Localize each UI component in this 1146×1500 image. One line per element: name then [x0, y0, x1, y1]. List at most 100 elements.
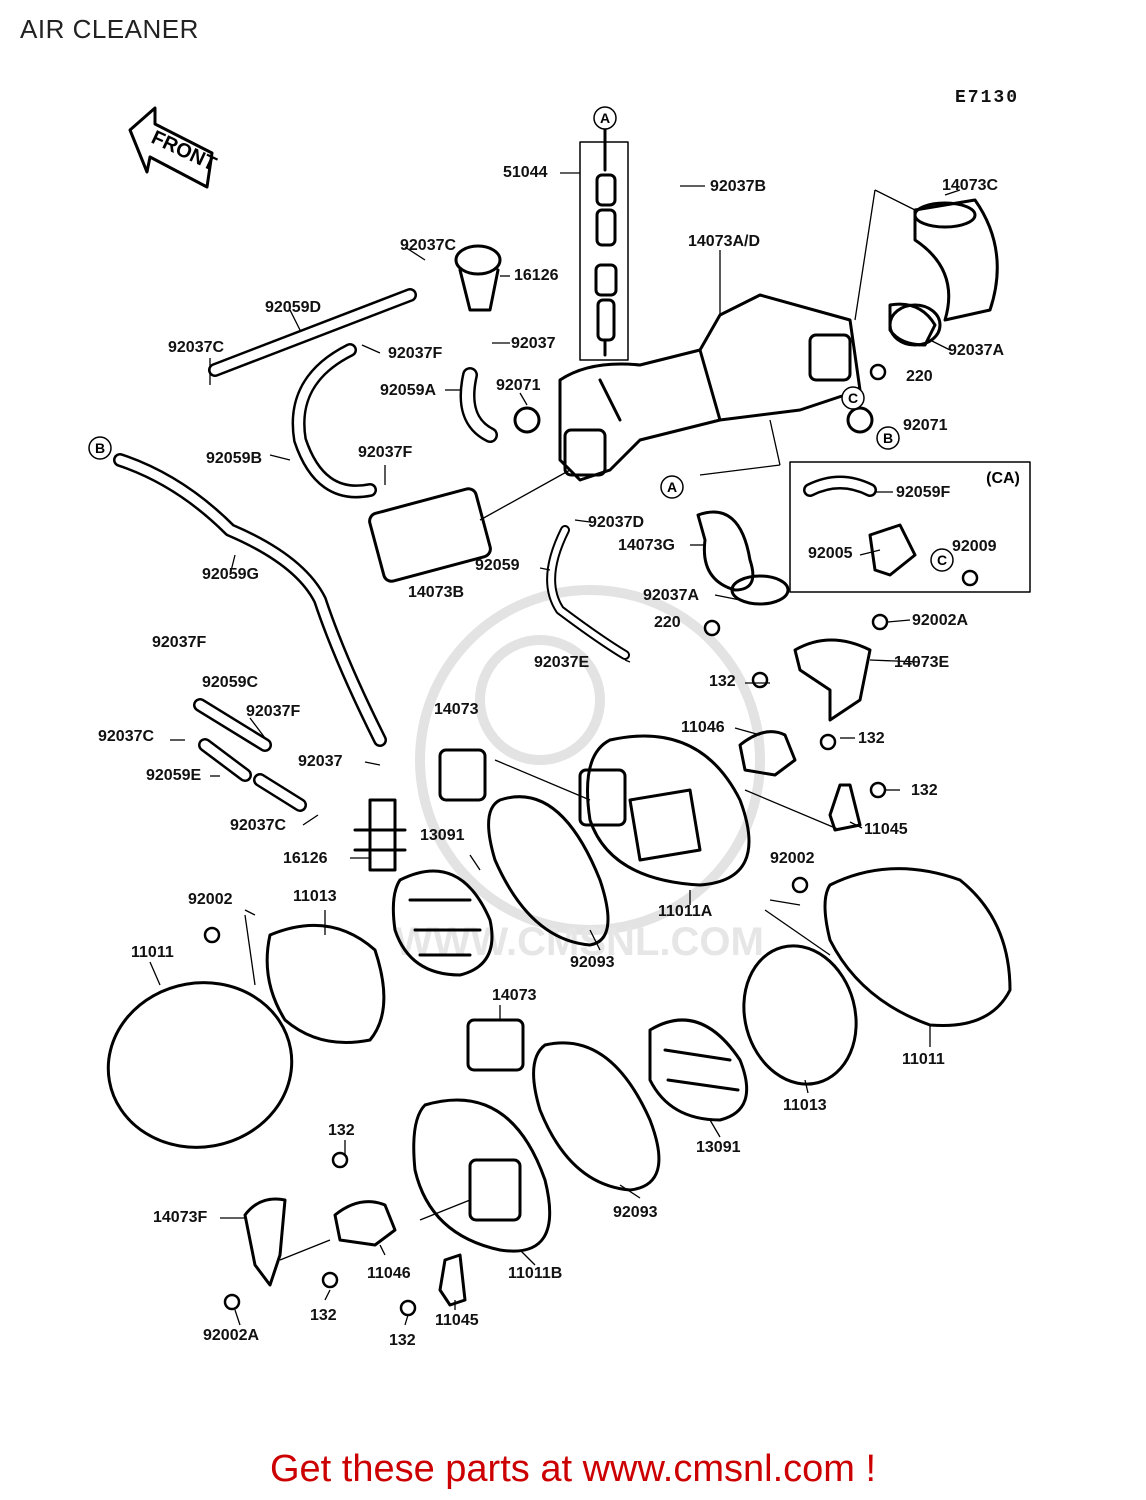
housing-11013-upper — [265, 923, 386, 1044]
part-label: 92037E — [534, 654, 590, 671]
part-label: 92059C — [202, 674, 259, 691]
part-label: 11011 — [131, 944, 174, 961]
part-label: 92005 — [808, 545, 853, 562]
part-label: 92071 — [903, 417, 948, 434]
cover-11011-right — [823, 867, 1012, 1028]
diagram-code: E7130 — [955, 88, 1020, 108]
part-label: 132 — [709, 673, 736, 690]
front-arrow-label: FRONT — [148, 127, 220, 176]
part-label: 92037F — [358, 444, 413, 461]
valve-51044 — [579, 128, 629, 361]
part-label: 51044 — [503, 164, 548, 181]
part-label: 92037B — [710, 178, 767, 195]
intake-duct — [558, 293, 862, 482]
bracket-11046-upper — [738, 730, 797, 777]
part-label: 92037C — [168, 339, 225, 356]
element-13091-lower — [648, 1018, 749, 1122]
bracket-14073E — [793, 638, 872, 722]
part-label: 14073B — [408, 584, 465, 601]
promo-link[interactable]: Get these parts at www.cmsnl.com ! — [269, 1448, 877, 1490]
part-label: 11045 — [435, 1312, 479, 1329]
part-label: 132 — [310, 1307, 337, 1324]
bracket-14073F — [243, 1197, 287, 1287]
part-label: 11011 — [902, 1051, 945, 1068]
part-label: 14073 — [492, 987, 537, 1004]
part-label: 92059E — [146, 767, 202, 784]
part-label: 92059A — [380, 382, 437, 399]
part-label: 92002 — [770, 850, 815, 867]
exploded-parts-diagram: WWW.CMSNL.COM FRONT — [88, 106, 1031, 1326]
part-label: 92037A — [643, 587, 700, 604]
part-label: 11045 — [864, 821, 908, 838]
part-label: 92071 — [496, 377, 541, 394]
callout-b-left: B — [95, 440, 105, 456]
part-label: 11013 — [783, 1097, 827, 1114]
elbow-14073C — [888, 198, 999, 347]
element-13091-upper — [391, 869, 494, 977]
part-label: 92037D — [588, 514, 645, 531]
part-label: 92037C — [98, 728, 155, 745]
callout-a-top: A — [600, 110, 610, 126]
part-label: 92002A — [912, 612, 969, 629]
leader-lines — [149, 172, 961, 1326]
part-label: 92037 — [298, 753, 343, 770]
part-label: 92037F — [246, 703, 301, 720]
part-label: 92059 — [475, 557, 520, 574]
ca-variant-label: (CA) — [986, 470, 1020, 487]
case-11011B — [412, 1098, 552, 1253]
gasket-92093-upper — [487, 795, 610, 947]
part-label: 220 — [906, 368, 933, 385]
case-11011A — [578, 734, 751, 887]
part-label: 92093 — [613, 1204, 658, 1221]
part-label: 92037F — [388, 345, 443, 362]
callouts — [88, 106, 954, 572]
callout-c-duct: C — [848, 390, 858, 406]
part-label: 92002A — [203, 1327, 260, 1344]
part-label: 11011A — [658, 903, 713, 920]
part-label: 14073A/D — [688, 233, 761, 250]
part-label: 13091 — [696, 1139, 741, 1156]
part-label: 11046 — [367, 1265, 411, 1282]
part-label: 220 — [654, 614, 681, 631]
callout-c-ca: C — [937, 552, 947, 568]
part-label: 14073 — [434, 701, 479, 718]
bolts — [203, 363, 979, 1317]
callout-b-right: B — [883, 430, 893, 446]
housing-11013-lower — [742, 944, 858, 1086]
part-label: 132 — [328, 1122, 355, 1139]
part-label: 92037 — [511, 335, 556, 352]
part-label: 14073F — [153, 1209, 208, 1226]
part-label: 16126 — [283, 850, 328, 867]
part-label: 11011B — [508, 1265, 563, 1282]
part-label: 92037F — [152, 634, 207, 651]
part-label: 14073C — [942, 177, 999, 194]
cover-11011-left — [106, 981, 294, 1149]
part-label: 16126 — [514, 267, 559, 284]
gasket-92093-lower — [532, 1041, 661, 1192]
part-label: 11013 — [293, 888, 337, 905]
part-label: 13091 — [420, 827, 465, 844]
part-label: 132 — [911, 782, 938, 799]
hoses — [113, 288, 877, 812]
small-components — [353, 244, 937, 1072]
bracket-11046-lower — [333, 1200, 397, 1247]
part-label: 132 — [389, 1332, 416, 1349]
ca-variant-box — [789, 461, 1031, 593]
bracket-11045-upper — [828, 783, 862, 832]
part-label: 92059B — [206, 450, 263, 467]
part-label: 92037C — [400, 237, 457, 254]
part-label: 132 — [858, 730, 885, 747]
part-label: 92059F — [896, 484, 951, 501]
callout-a-duct: A — [667, 479, 677, 495]
part-label: 92093 — [570, 954, 615, 971]
front-arrow: FRONT — [128, 106, 220, 189]
part-label: 92059G — [202, 566, 259, 583]
part-label: 92009 — [952, 538, 997, 555]
part-label: 92037A — [948, 342, 1005, 359]
part-label: 92002 — [188, 891, 233, 908]
part-label: 92037C — [230, 817, 287, 834]
page-title: AIR CLEANER — [20, 14, 199, 44]
part-label: 92059D — [265, 299, 322, 316]
part-label: 11046 — [681, 719, 725, 736]
bracket-11045-lower — [438, 1253, 467, 1307]
